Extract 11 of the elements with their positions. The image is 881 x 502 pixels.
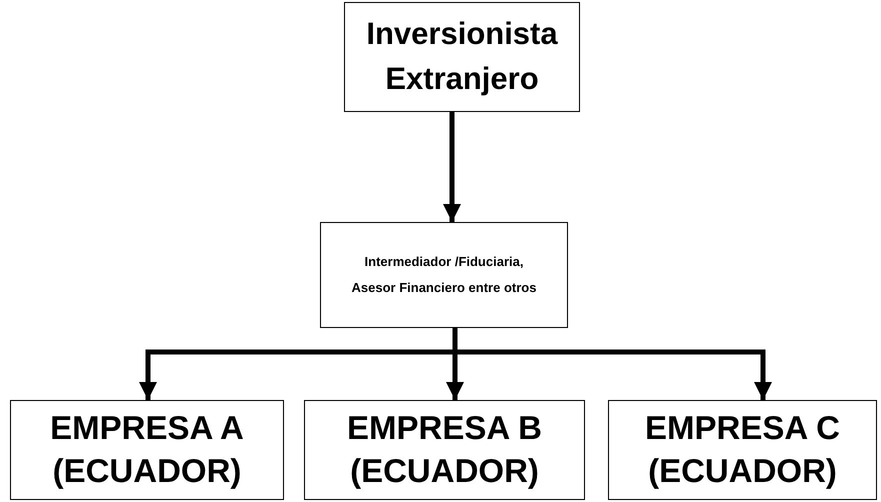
process-box	[344, 2, 580, 112]
box-label: EMPRESA A (ECUADOR)	[49, 408, 245, 491]
arrow	[443, 112, 461, 222]
process-box	[608, 400, 877, 500]
process-box	[320, 222, 568, 328]
box-label: EMPRESA C (ECUADOR)	[644, 408, 841, 491]
box-label: EMPRESA B (ECUADOR)	[346, 408, 543, 491]
box-label: Intermediador /Fiduciaria, Asesor Financiero entre otros	[350, 253, 538, 297]
box-label: Inversionista Extranjero	[365, 15, 559, 98]
process-box	[304, 400, 585, 500]
process-box	[10, 400, 284, 500]
